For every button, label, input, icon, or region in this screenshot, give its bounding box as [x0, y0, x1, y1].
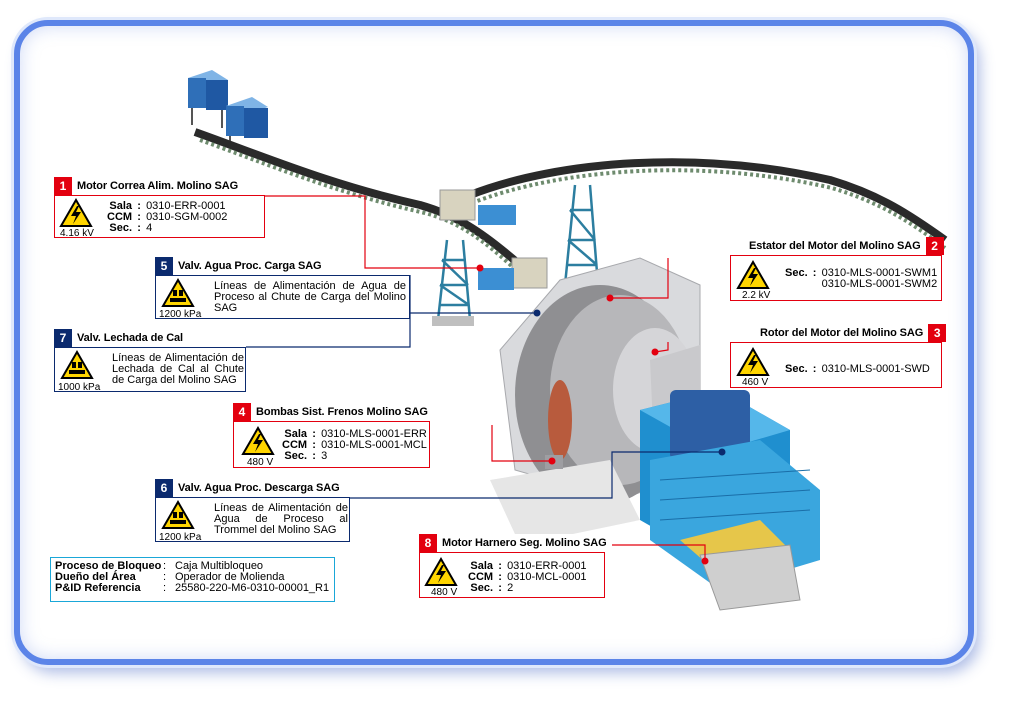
- tag-1-box: 4.16 kV Sala:0310-ERR-0001 CCM:0310-SGM-…: [54, 195, 265, 239]
- trestle-2: [563, 184, 600, 286]
- tag-6-header: 6 Valv. Agua Proc. Descarga SAG: [155, 479, 345, 497]
- corrosive-hazard-icon: [161, 500, 195, 529]
- pressure-label: 1000 kPa: [58, 382, 101, 393]
- tag-8-header: 8 Motor Harnero Seg. Molino SAG: [419, 534, 612, 552]
- tag-2-fields: Sec.:0310-MLS-0001-SWM1 0310-MLS-0001-SW…: [785, 267, 938, 290]
- tag-2-box: 2.2 kV Sec.:0310-MLS-0001-SWM1 0310-MLS-…: [730, 255, 942, 301]
- tag-3-fields: Sec.:0310-MLS-0001-SWD: [785, 363, 930, 375]
- legend-row: Proceso de Bloqueo:Caja Multibloqueo: [55, 560, 264, 572]
- tag-title: Bombas Sist. Frenos Molino SAG: [251, 403, 433, 421]
- tag-8-fields: Sala:0310-ERR-0001 CCM:0310-MCL-0001 Sec…: [468, 560, 587, 594]
- electrical-hazard-icon: [241, 426, 275, 455]
- tag-number: 2: [925, 237, 944, 255]
- tag-6-box: 1200 kPa Líneas de Alimentación de Agua …: [155, 497, 350, 543]
- trestle-1: [436, 239, 472, 321]
- voltage-label: 480 V: [431, 587, 458, 598]
- tag-title: Rotor del Motor del Molino SAG: [755, 324, 929, 342]
- electrical-hazard-icon: [736, 347, 770, 376]
- tag-5-box: 1200 kPa Líneas de Alimentación de Agua …: [155, 275, 410, 320]
- tag-number: 4: [233, 403, 251, 421]
- pressure-label: 1200 kPa: [159, 309, 202, 320]
- legend-row: P&ID Referencia:25580-220-M6-0310-00001_…: [55, 582, 330, 594]
- tag-number: 7: [54, 329, 72, 347]
- corrosive-hazard-icon: [161, 278, 195, 307]
- electrical-hazard-icon: [736, 260, 770, 289]
- electrical-hazard-icon: [59, 198, 93, 227]
- tag-7-box: 1000 kPa Líneas de Alimentación de Lecha…: [54, 347, 246, 393]
- voltage-label: 4.16 kV: [60, 228, 94, 239]
- tag-4-header: 4 Bombas Sist. Frenos Molino SAG: [233, 403, 433, 421]
- electrical-hazard-icon: [424, 557, 458, 586]
- lockout-legend: Proceso de Bloqueo:Caja Multibloqueo Due…: [50, 557, 335, 602]
- tag-title: Valv. Agua Proc. Descarga SAG: [173, 479, 345, 497]
- tag-8-box: 480 V Sala:0310-ERR-0001 CCM:0310-MCL-00…: [419, 552, 605, 598]
- tag-title: Estator del Motor del Molino SAG: [744, 237, 926, 255]
- tag-number: 1: [54, 177, 72, 195]
- corrosive-hazard-icon: [60, 350, 94, 379]
- tag-number: 6: [155, 479, 173, 497]
- voltage-label: 2.2 kV: [742, 290, 771, 301]
- tag-1-header: 1 Motor Correa Alim. Molino SAG: [54, 177, 244, 195]
- tag-title: Motor Correa Alim. Molino SAG: [72, 177, 244, 195]
- tag-1-fields: Sala:0310-ERR-0001 CCM:0310-SGM-0002 Sec…: [107, 200, 228, 234]
- tag-title: Valv. Agua Proc. Carga SAG: [173, 257, 327, 275]
- tag-description: Líneas de Alimentación de Lechada de Cal…: [112, 352, 244, 386]
- tag-title: Valv. Lechada de Cal: [72, 329, 189, 347]
- tag-4-fields: Sala:0310-MLS-0001-ERR CCM:0310-MLS-0001…: [282, 428, 427, 462]
- tag-3-header: Rotor del Motor del Molino SAG 3: [755, 324, 947, 342]
- tag-7-header: 7 Valv. Lechada de Cal: [54, 329, 189, 347]
- tag-3-box: 460 V Sec.:0310-MLS-0001-SWD: [730, 342, 942, 388]
- tag-description: Líneas de Alimentación de Agua de Proces…: [214, 280, 406, 314]
- pressure-label: 1200 kPa: [159, 532, 202, 543]
- tag-2-header: Estator del Motor del Molino SAG 2: [744, 237, 944, 255]
- voltage-label: 480 V: [247, 457, 274, 468]
- legend-row: Dueño del Área:Operador de Molienda: [55, 571, 285, 583]
- voltage-label: 460 V: [742, 377, 769, 388]
- dust-collector-1: [188, 70, 228, 128]
- tag-4-box: 480 V Sala:0310-MLS-0001-ERR CCM:0310-ML…: [233, 421, 430, 468]
- tag-number: 5: [155, 257, 173, 275]
- tag-5-header: 5 Valv. Agua Proc. Carga SAG: [155, 257, 327, 275]
- tag-number: 3: [928, 324, 947, 342]
- tag-number: 8: [419, 534, 437, 552]
- tag-title: Motor Harnero Seg. Molino SAG: [437, 534, 612, 552]
- tag-description: Líneas de Alimentación de Agua de Proces…: [214, 502, 348, 536]
- dust-collector-2: [226, 97, 268, 150]
